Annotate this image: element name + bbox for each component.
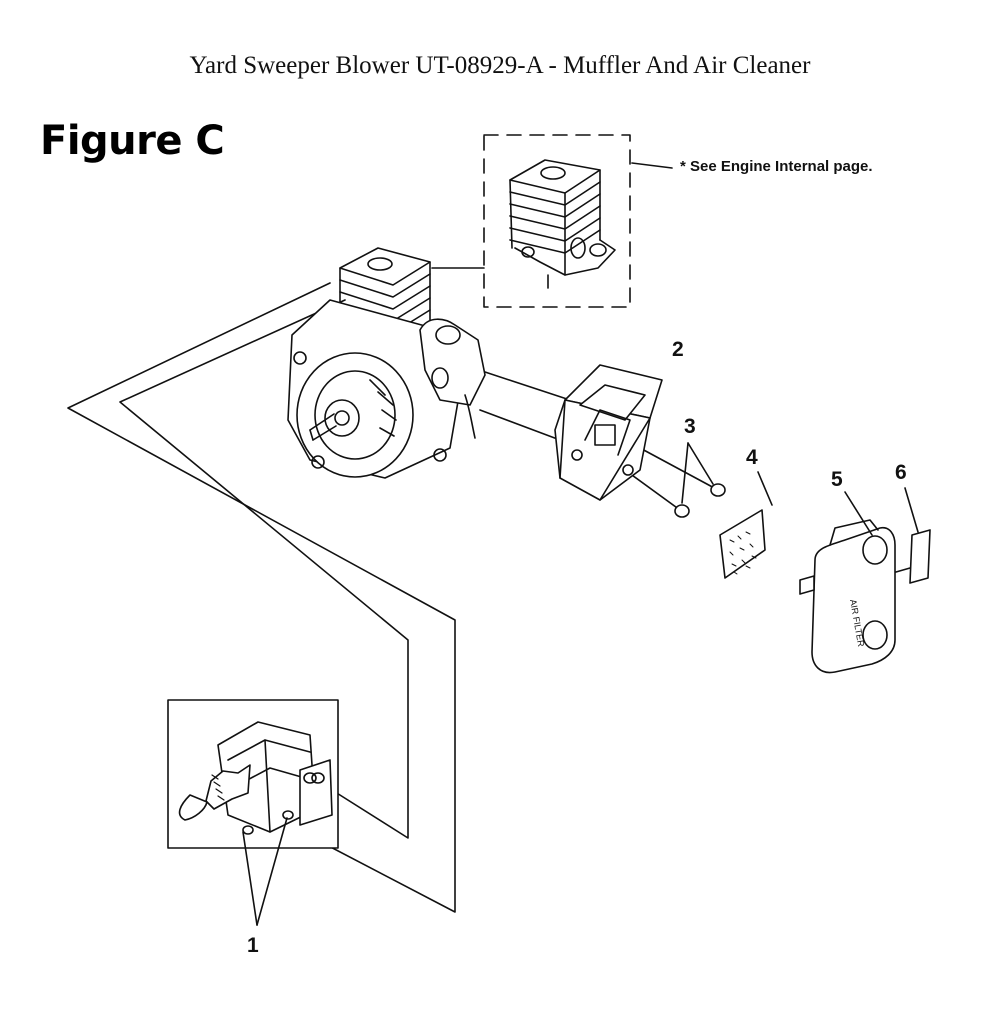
figure-label: Figure C: [40, 118, 225, 164]
cylinder-fins: [509, 181, 601, 254]
air-cleaner-guide-lines: [479, 371, 719, 511]
cylinder-callout-box: [431, 134, 673, 308]
callout-3: 3: [684, 415, 696, 438]
muffler-guide-lines: [67, 282, 456, 913]
part-2-air-box-base: [554, 364, 663, 501]
callout-1: 1: [247, 934, 259, 957]
callout-5: 5: [831, 468, 843, 491]
callout-2: 2: [672, 338, 684, 361]
part-5-air-filter-cover: AIR FILTER: [799, 491, 896, 674]
cylinder-part: [509, 159, 616, 289]
part-3-nuts: [674, 442, 726, 518]
page-title: Yard Sweeper Blower UT-08929-A - Muffler…: [189, 52, 811, 79]
part-6-label: [895, 487, 931, 584]
part-4-filter-element: [719, 471, 773, 579]
muffler-inset: [167, 699, 339, 926]
engine-assembly: [287, 247, 486, 479]
callout-4: 4: [746, 446, 758, 469]
engine-internal-note: * See Engine Internal page.: [680, 158, 873, 175]
callout-6: 6: [895, 461, 907, 484]
